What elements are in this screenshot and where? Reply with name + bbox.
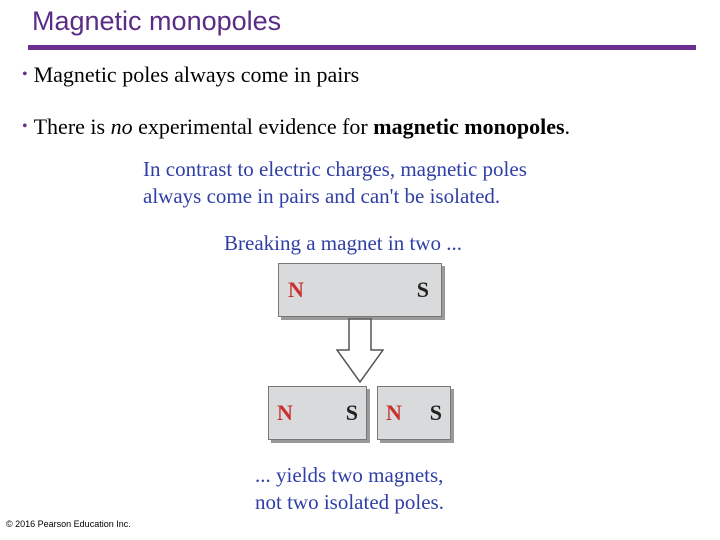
bullet-2: • There is no experimental evidence for m… [22, 116, 570, 138]
bullet-2-emphasis: no [110, 114, 133, 139]
bullet-2-suffix: . [564, 114, 571, 139]
figure-caption-bottom: ... yields two magnets, not two isolated… [255, 462, 444, 516]
caption-bottom-line-1: ... yields two magnets, [255, 463, 444, 487]
title-underline [28, 45, 696, 50]
caption-top-line-2: always come in pairs and can't be isolat… [143, 184, 501, 208]
magnet-left-half: N S [268, 386, 367, 440]
figure-caption-top: In contrast to electric charges, magneti… [143, 156, 527, 210]
south-pole-label: S [429, 400, 442, 425]
copyright-footer: © 2016 Pearson Education Inc. [6, 519, 131, 529]
bullet-1-text: Magnetic poles always come in pairs [33, 62, 360, 87]
bullet-2-strong: magnetic monopoles [373, 114, 565, 139]
figure-caption-mid: Breaking a magnet in two ... [224, 231, 462, 255]
caption-bottom-line-2: not two isolated poles. [255, 490, 444, 514]
bullet-2-mid: experimental evidence for [132, 114, 374, 139]
slide-title: Magnetic monopoles [32, 6, 282, 36]
down-arrow-icon [336, 318, 384, 384]
north-pole-label: N [288, 277, 304, 302]
bullet-dot-icon: • [22, 118, 28, 135]
bullet-dot-icon: • [22, 66, 28, 83]
north-pole-label: N [277, 400, 293, 425]
caption-top-line-1: In contrast to electric charges, magneti… [143, 157, 527, 181]
bullet-2-prefix: There is [33, 114, 111, 139]
magnet-whole: N S [278, 263, 442, 317]
south-pole-label: S [416, 277, 429, 302]
north-pole-label: N [386, 400, 402, 425]
magnet-right-half: N S [377, 386, 451, 440]
bullet-1: • Magnetic poles always come in pairs [22, 64, 359, 86]
south-pole-label: S [345, 400, 358, 425]
